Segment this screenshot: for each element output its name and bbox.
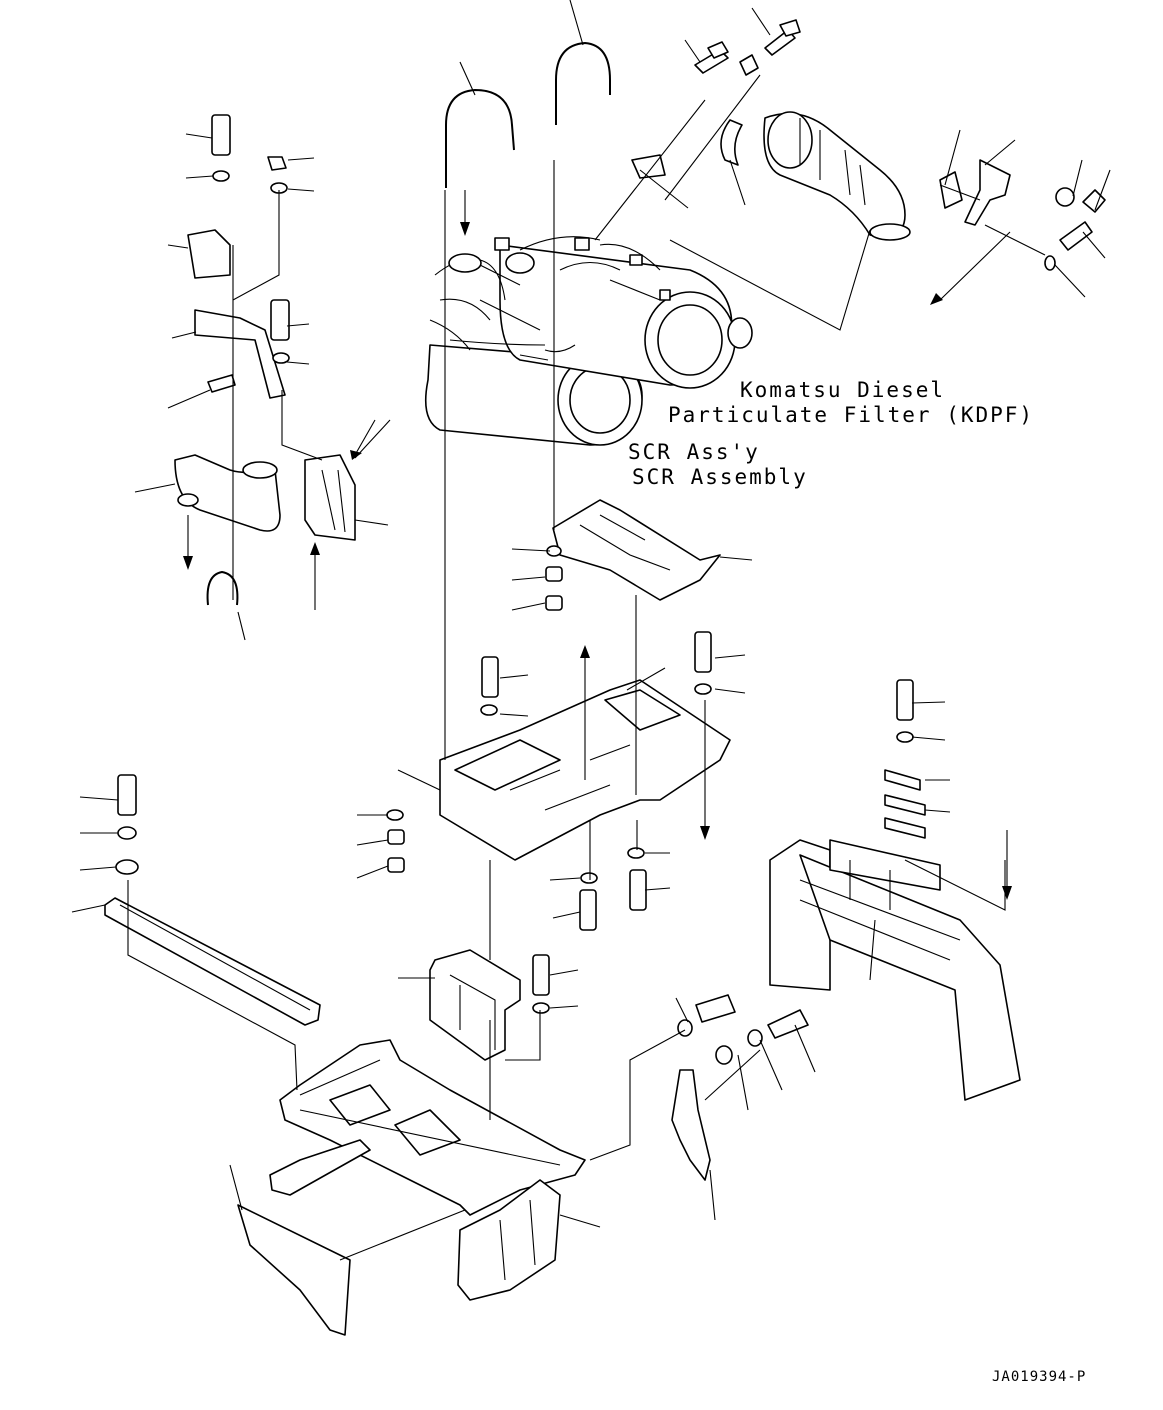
exhaust-tube-top-right [720,111,911,241]
scr-label-line2: SCR Assembly [632,465,808,489]
left-rail [104,774,321,1026]
kdpf-label-line1: Komatsu Diesel [740,378,945,402]
kdpf-scr-assembly [424,236,753,446]
left-upper-brackets [174,114,356,606]
kdpf-label-line2: Particulate Filter (KDPF) [668,403,1034,427]
u-bolts-top [445,42,611,188]
bottom-main-plate [237,994,809,1336]
drawing-code: JA019394-P [992,1369,1086,1385]
diagram-labels: Komatsu Diesel Particulate Filter (KDPF)… [628,378,1086,1385]
right-frame [769,679,1021,1101]
pedestal-mount [429,949,550,1061]
assembly-lines [71,0,1111,1261]
top-fasteners [631,19,1106,271]
center-frame-plate [386,631,731,931]
scr-label-line1: SCR Ass'y [628,440,760,464]
scr-cradle-bracket [545,499,721,611]
